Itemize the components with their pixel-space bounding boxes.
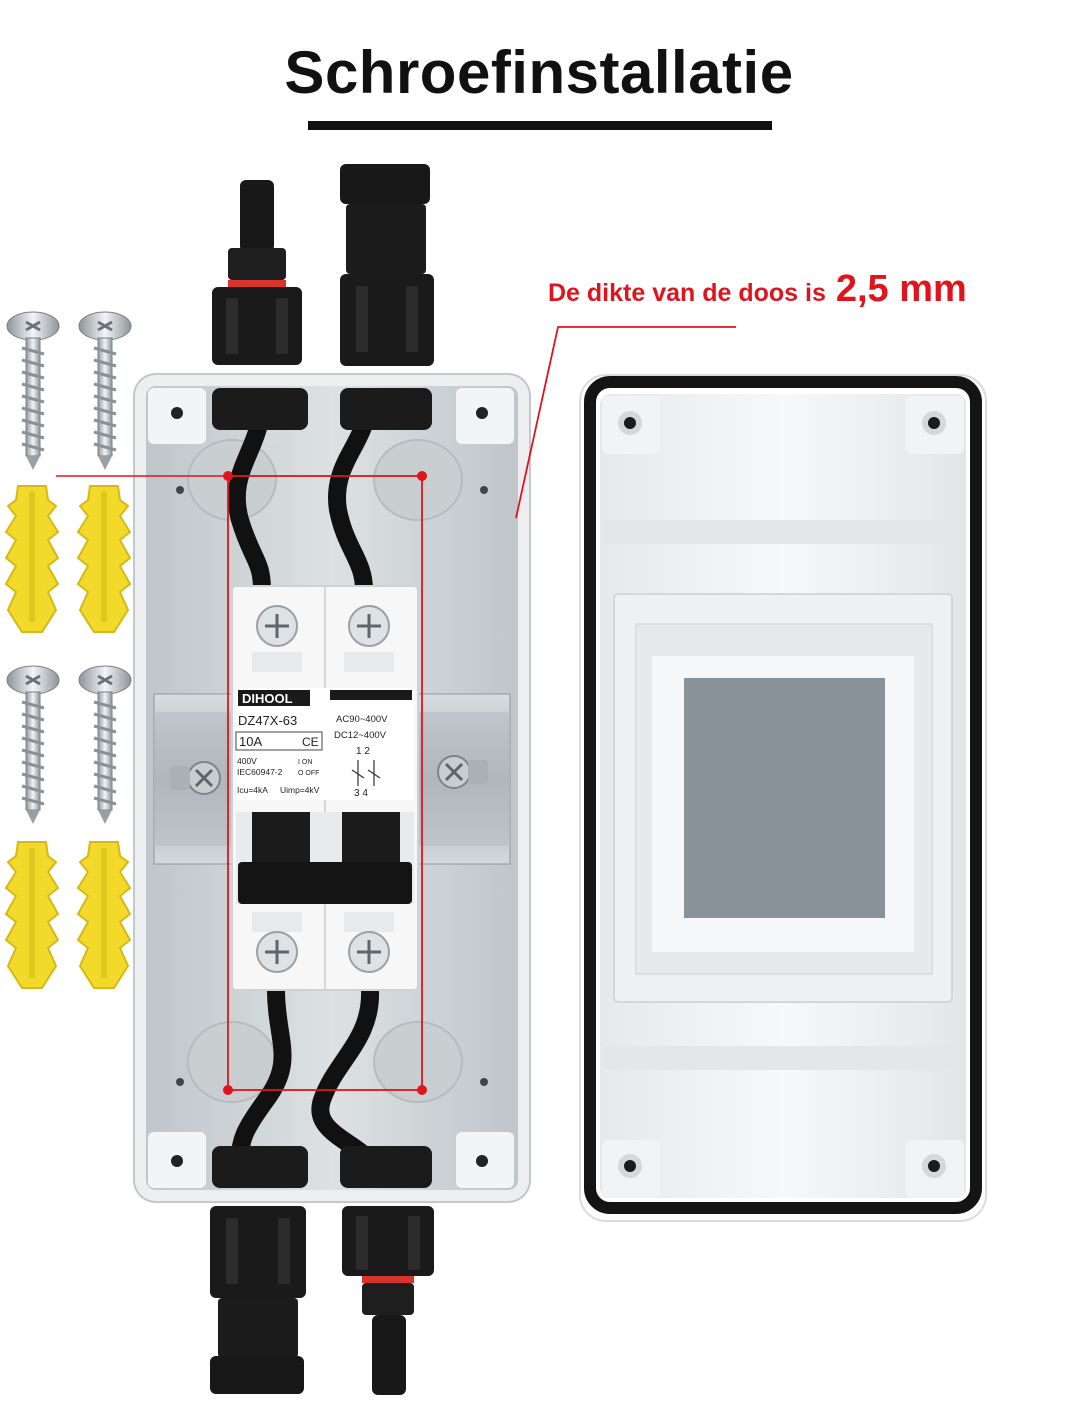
- screw-set: [4, 311, 132, 989]
- mc4-connector-bottom-left: [210, 1206, 306, 1394]
- screw-icon: [6, 665, 60, 824]
- breaker-on-label: I ON: [298, 759, 312, 766]
- lid-window: [684, 678, 885, 918]
- breaker-current: 10A: [239, 734, 262, 749]
- thickness-label: De dikte van de doos is: [548, 279, 826, 307]
- mc4-connector-top-left: [212, 180, 302, 365]
- breaker-dc-rating: DC12~400V: [334, 730, 387, 741]
- wall-anchor-icon: [76, 485, 132, 633]
- thickness-callout: De dikte van de doos is 2,5 mm: [548, 268, 1068, 311]
- page-title: Schroefinstallatie: [284, 39, 794, 106]
- circuit-breaker: DIHOOL DZ47X-63 AC90~400V 10A CE DC12~40…: [231, 585, 419, 991]
- breaker-brand: DIHOOL: [242, 691, 293, 706]
- wall-anchor-icon: [4, 841, 60, 989]
- breaker-standard: IEC60947-2: [237, 767, 283, 777]
- mc4-connector-bottom-right: [342, 1206, 434, 1395]
- thickness-value: 2,5 mm: [835, 268, 967, 310]
- breaker-model: DZ47X-63: [238, 713, 297, 728]
- breaker-ac-rating: AC90~400V: [336, 714, 388, 725]
- title-underline: [308, 121, 772, 130]
- breaker-voltage: 400V: [237, 756, 257, 766]
- ce-mark: CE: [302, 735, 319, 749]
- screw-icon: [6, 311, 60, 470]
- pole-numbers-bottom: 3 4: [354, 788, 368, 799]
- screw-icon: [78, 311, 132, 470]
- enclosure-lid: [579, 374, 987, 1222]
- thickness-leader-line: [515, 326, 736, 519]
- breaker-off-label: O OFF: [298, 770, 319, 777]
- mc4-connector-top-right: [340, 164, 434, 366]
- pole-numbers-top: 1 2: [356, 746, 370, 757]
- mounting-hole-frame: [56, 471, 427, 1095]
- breaker-icu: Icu=4kA: [237, 785, 268, 795]
- wall-anchor-icon: [76, 841, 132, 989]
- wall-anchor-icon: [4, 485, 60, 633]
- screw-icon: [78, 665, 132, 824]
- breaker-uimp: Uimp=4kV: [280, 785, 320, 795]
